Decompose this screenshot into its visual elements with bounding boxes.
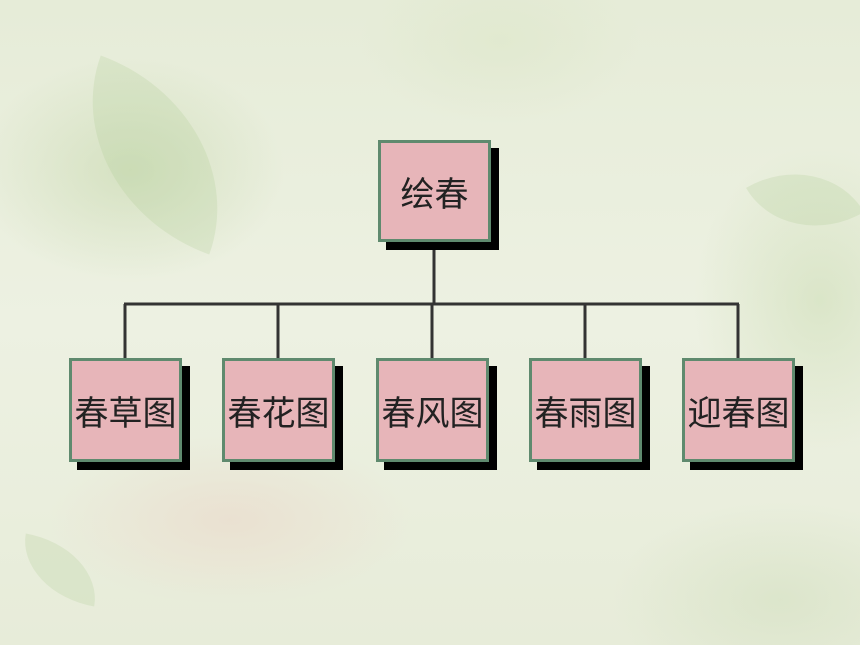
child-node-3: 春风图 (376, 358, 489, 462)
child-node-2: 春花图 (222, 358, 335, 462)
child-node-4: 春雨图 (529, 358, 642, 462)
root-node: 绘春 (378, 140, 491, 242)
child-node-5: 迎春图 (682, 358, 795, 462)
child-node-1: 春草图 (69, 358, 182, 462)
